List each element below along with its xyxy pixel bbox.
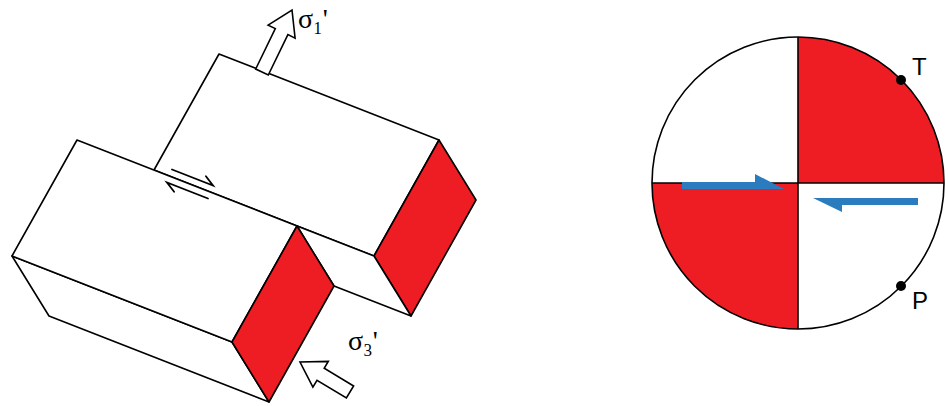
beachball-circle	[652, 37, 944, 329]
stress-label: σ₁'	[298, 4, 328, 35]
focal-mechanism	[652, 37, 944, 329]
compressional-quadrant	[652, 183, 798, 329]
sigma3-stress-arrow	[300, 361, 354, 398]
compressional-quadrant	[798, 37, 944, 183]
sigma1-stress-arrow	[256, 10, 295, 75]
slip-half-arrow	[172, 170, 213, 186]
axis-label: T	[912, 54, 927, 80]
stress-label: σ₃'	[348, 326, 378, 357]
p-axis-dot	[896, 281, 906, 291]
nodal-plane	[797, 37, 799, 329]
axis-label: P	[912, 288, 928, 314]
t-axis-dot	[896, 75, 906, 85]
slip-half-arrow-blue	[813, 198, 918, 212]
slip-half-arrow-blue	[682, 174, 784, 189]
beachball-outline	[652, 37, 944, 329]
slip-half-arrow	[167, 183, 208, 199]
